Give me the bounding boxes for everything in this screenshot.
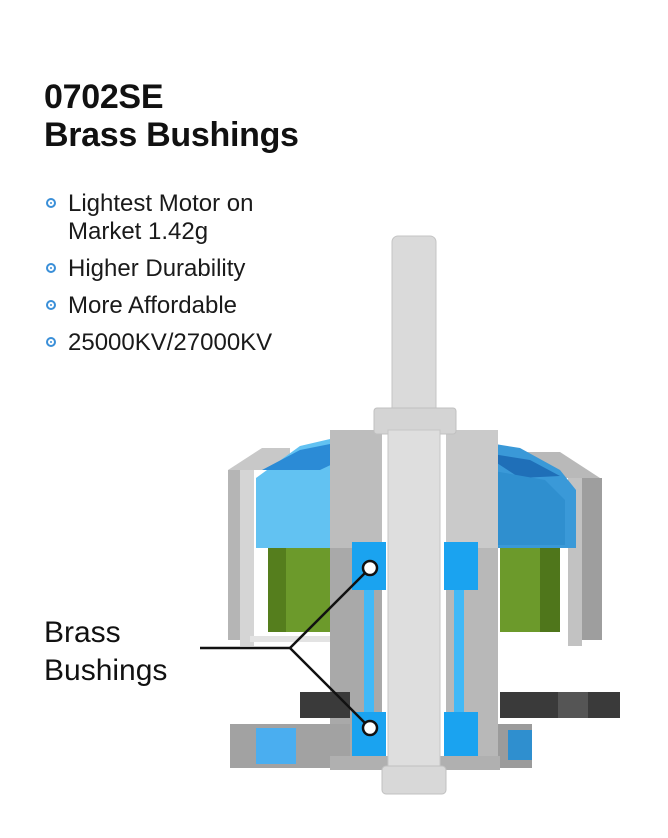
circle-bullet-icon [46,198,56,208]
mounting-plate [300,692,620,718]
product-subtitle: Brass Bushings [44,116,299,154]
feature-list: Lightest Motor on Market 1.42g Higher Du… [44,190,308,366]
circle-bullet-icon [46,263,56,273]
feature-item: Higher Durability [44,255,308,283]
circle-bullet-icon [46,300,56,310]
stator-windings [250,548,560,642]
callout-leader [200,569,369,727]
product-model: 0702SE [44,78,164,116]
product-title: 0702SE Brass Bushings [44,78,299,154]
callout-marker-icon [361,559,379,577]
motor-base [230,724,532,770]
circle-bullet-icon [46,337,56,347]
feature-item: Lightest Motor on Market 1.42g [44,190,308,246]
bushings-callout-label: Brass Bushings [44,616,168,687]
feature-item: 25000KV/27000KV [44,329,308,357]
feature-item: More Affordable [44,292,308,320]
motor-shaft [373,235,457,795]
callout-marker-icon [361,719,379,737]
